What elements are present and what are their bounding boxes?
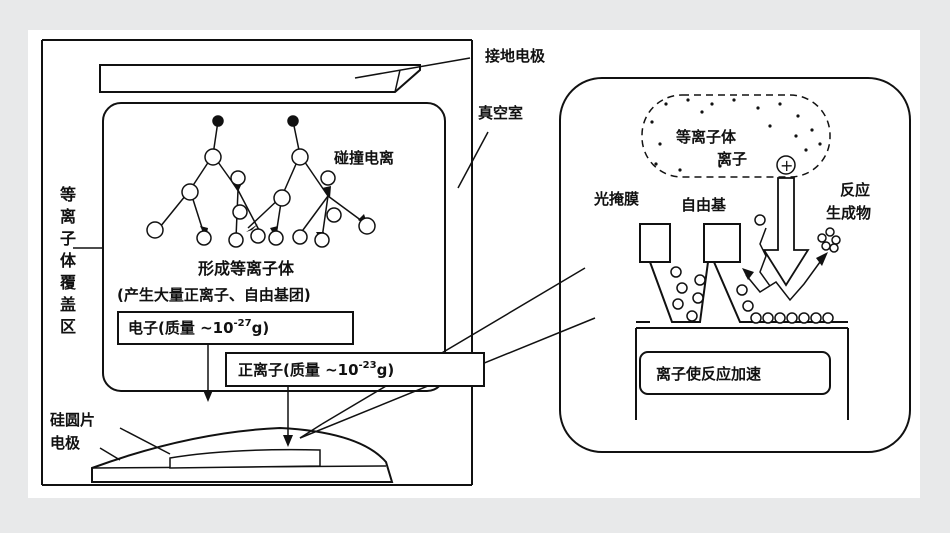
svg-text:离: 离 bbox=[60, 207, 76, 226]
silicon-wafer bbox=[169, 448, 321, 469]
plasma-dots bbox=[650, 98, 822, 172]
form-plasma-sub: (产生大量正离子、自由基团) bbox=[117, 286, 311, 304]
form-plasma-label: 形成等离子体 bbox=[198, 259, 295, 278]
ion-accel-label: 离子使反应加速 bbox=[656, 365, 761, 383]
electron-box bbox=[117, 311, 354, 402]
seed-electron bbox=[287, 115, 299, 127]
ground-electrode-label: 接地电极 bbox=[485, 47, 546, 65]
wafer-label: 硅圆片 bbox=[50, 411, 95, 429]
svg-text:覆: 覆 bbox=[59, 273, 77, 292]
free-radical-label: 自由基 bbox=[681, 196, 727, 214]
ground-electrode-plate bbox=[99, 64, 421, 93]
plus-sign: + bbox=[780, 156, 793, 175]
ion-box bbox=[225, 352, 485, 447]
plasma-region bbox=[102, 102, 446, 392]
vacuum-chamber-drawing bbox=[41, 39, 596, 486]
magnified-view bbox=[559, 77, 911, 453]
magnified-frame bbox=[559, 77, 911, 453]
ion-arrow bbox=[762, 177, 810, 287]
free-radical-particle bbox=[754, 214, 766, 226]
diagram-panel bbox=[28, 30, 920, 498]
photomask-block bbox=[703, 223, 741, 263]
plasma-coverage-label: 等 离 子 体 覆 盖 区 bbox=[59, 185, 77, 336]
reaction-product-cluster bbox=[817, 227, 841, 253]
ion-cloud-label: 离子 bbox=[717, 150, 747, 168]
trench-left bbox=[649, 261, 709, 323]
product-label-2: 生成物 bbox=[826, 204, 871, 222]
etch-particles bbox=[670, 266, 834, 324]
svg-text:等: 等 bbox=[59, 185, 76, 204]
svg-text:区: 区 bbox=[60, 317, 76, 336]
svg-text:盖: 盖 bbox=[60, 295, 76, 314]
electrode-label: 电极 bbox=[50, 434, 81, 452]
vacuum-chamber-label: 真空室 bbox=[478, 104, 523, 122]
collision-ionization-label: 碰撞电离 bbox=[334, 149, 394, 167]
seed-electron bbox=[212, 115, 224, 127]
plasma-cloud bbox=[641, 94, 831, 178]
svg-text:体: 体 bbox=[60, 251, 77, 270]
ion-label: 正离子(质量 ~10-23g) bbox=[238, 360, 394, 379]
photomask-label: 光掩膜 bbox=[593, 190, 639, 208]
accel-box bbox=[639, 351, 831, 395]
electron-label: 电子(质量 ~10-27g) bbox=[128, 318, 269, 337]
particle-nodes bbox=[146, 115, 376, 248]
photomask-block bbox=[639, 223, 671, 263]
product-label-1: 反应 bbox=[840, 181, 870, 199]
svg-text:子: 子 bbox=[60, 229, 76, 248]
plasma-label: 等离子体 bbox=[676, 128, 737, 146]
ion-plus-circle bbox=[776, 155, 796, 175]
